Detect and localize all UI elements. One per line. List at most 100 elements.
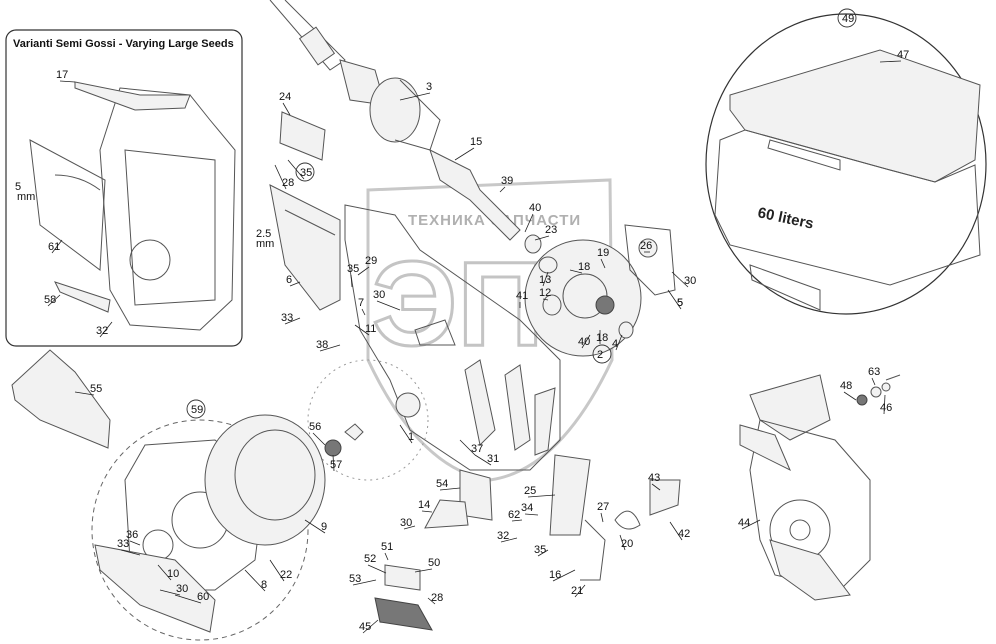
callout-36: 33 xyxy=(117,538,129,550)
callout-leader-27 xyxy=(581,334,591,349)
callout-69: 44 xyxy=(738,517,750,529)
callout-49: 25 xyxy=(524,485,536,497)
callout-10: 5 xyxy=(677,297,683,309)
callout-leader-37 xyxy=(157,564,172,581)
callout-leader-38 xyxy=(159,589,181,596)
callout-66: 48 xyxy=(840,380,852,392)
callout-ring-15 xyxy=(592,344,612,364)
callout-27: 40 xyxy=(578,336,590,348)
callout-leader-10 xyxy=(667,289,682,310)
callout-4: 15 xyxy=(470,136,482,148)
callout-22: 33 xyxy=(281,312,293,324)
callout-16: 2.5 xyxy=(256,228,271,240)
callout-21: 30 xyxy=(373,289,385,301)
callout-leader-45 xyxy=(474,454,492,466)
inset-callout-leader-4 xyxy=(47,294,61,307)
inset-callout-leader-5 xyxy=(99,321,113,338)
hopper-callout-ring-0 xyxy=(837,8,857,28)
callout-44: 37 xyxy=(471,443,483,455)
callout-leader-65 xyxy=(574,584,586,598)
callout-leader-11 xyxy=(600,258,606,269)
callout-14: 12 xyxy=(539,287,551,299)
callout-20: 29 xyxy=(365,255,377,267)
callout-leader-58 xyxy=(427,597,436,605)
callout-leader-57 xyxy=(352,579,377,586)
callout-46: 54 xyxy=(436,478,448,490)
inset-large-seeds: Varianti Semi Gossi - Varying Large Seed… xyxy=(5,29,243,347)
callout-41: 22 xyxy=(280,569,292,581)
callout-leader-59 xyxy=(362,619,379,634)
callout-28: 18 xyxy=(596,332,608,344)
callout-leader-9 xyxy=(671,271,689,288)
callout-leader-5 xyxy=(499,186,506,193)
inset-callout-1: 5 xyxy=(15,181,21,193)
callout-34: 57 xyxy=(330,459,342,471)
callout-9: 30 xyxy=(684,275,696,287)
callout-leader-36 xyxy=(120,549,141,556)
callout-leader-63 xyxy=(669,521,683,541)
callout-leader-52 xyxy=(500,537,518,543)
callout-6: 40 xyxy=(529,202,541,214)
callout-leader-12 xyxy=(569,269,583,274)
callout-8: 26 xyxy=(640,240,652,252)
callout-leader-35 xyxy=(129,540,141,546)
callout-leader-44 xyxy=(459,439,476,456)
callout-leader-50 xyxy=(511,519,523,522)
callout-12: 18 xyxy=(578,261,590,273)
callout-47: 14 xyxy=(418,499,430,511)
hopper-callout-leader-1 xyxy=(879,60,902,63)
callout-ring-32 xyxy=(186,399,206,419)
callout-leader-22 xyxy=(284,317,301,325)
callout-30: 5 xyxy=(677,297,683,309)
callout-leader-39 xyxy=(174,594,202,604)
callout-leader-69 xyxy=(741,519,761,530)
callout-leader-47 xyxy=(421,510,433,513)
callout-53: 35 xyxy=(534,544,546,556)
callout-50: 62 xyxy=(508,509,520,521)
callout-0: 24 xyxy=(279,91,291,103)
callout-29: 4 xyxy=(612,338,618,350)
callout-5: 39 xyxy=(501,175,513,187)
callout-18: 6 xyxy=(286,274,292,286)
callout-40: 9 xyxy=(321,521,327,533)
callout-leader-18 xyxy=(289,281,301,287)
callout-leader-21 xyxy=(376,300,401,311)
callout-31: 55 xyxy=(90,383,102,395)
callout-leader-53 xyxy=(537,549,549,557)
callout-13: 13 xyxy=(539,274,551,286)
callout-58: 28 xyxy=(431,592,443,604)
callout-2: 35 xyxy=(300,167,312,179)
callout-leader-61 xyxy=(651,483,661,491)
callout-52: 32 xyxy=(497,530,509,542)
callout-leader-24 xyxy=(361,308,366,316)
callout-leader-25 xyxy=(319,344,341,352)
callout-leader-43 xyxy=(399,424,413,444)
callout-leader-56 xyxy=(414,568,433,573)
inset-callout-2: mm xyxy=(17,191,35,203)
inset-callout-0: 17 xyxy=(56,69,68,81)
callout-64: 16 xyxy=(549,569,561,581)
callout-leader-41 xyxy=(269,559,285,582)
callout-48: 30 xyxy=(400,517,412,529)
callout-32: 59 xyxy=(191,404,203,416)
callout-leader-19 xyxy=(350,274,353,288)
callout-leader-6 xyxy=(524,213,534,233)
hopper-capacity: 60 liters xyxy=(756,204,815,232)
callout-51: 34 xyxy=(521,502,533,514)
callout-24: 7 xyxy=(358,297,364,309)
callout-67: 63 xyxy=(868,366,880,378)
callout-54: 51 xyxy=(381,541,393,553)
callout-leader-20 xyxy=(357,266,370,276)
callout-leader-23 xyxy=(354,324,370,336)
inset-callout-3: 61 xyxy=(48,241,60,253)
callout-leader-0 xyxy=(282,102,291,116)
callout-leader-31 xyxy=(74,391,95,396)
callout-45: 31 xyxy=(487,453,499,465)
callout-26: 41 xyxy=(516,290,528,302)
callout-leader-60 xyxy=(600,512,604,523)
callout-60: 27 xyxy=(597,501,609,513)
callout-56: 50 xyxy=(428,557,440,569)
callout-leader-55 xyxy=(367,564,387,574)
